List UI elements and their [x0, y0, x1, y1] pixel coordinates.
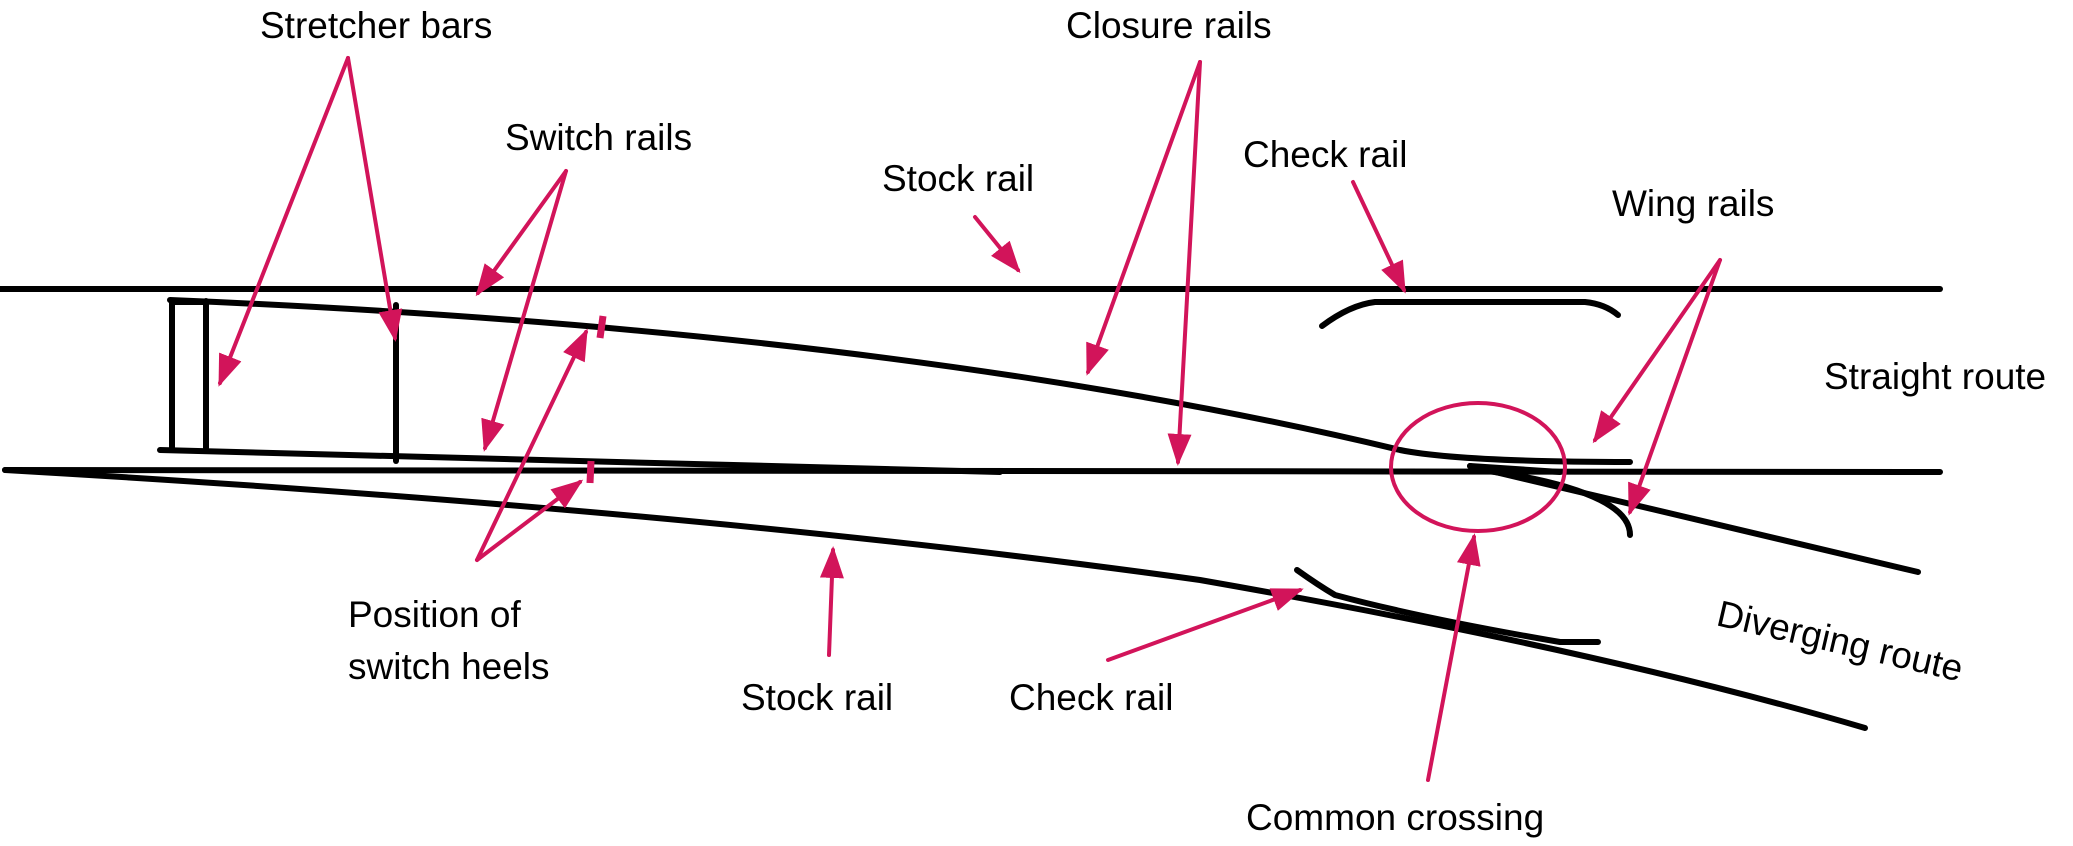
annotations — [218, 56, 1722, 782]
common-crossing-ellipse — [1389, 401, 1567, 533]
label-position-of-switch-heels-2: switch heels — [348, 646, 550, 687]
closure-rails-arrow-b — [1167, 60, 1202, 466]
bottom-stock-rail — [2, 467, 1868, 731]
stock-rail-top-arrow — [973, 215, 1021, 274]
labels: Stretcher bars Closure rails Switch rail… — [260, 5, 2046, 838]
switch-heel-mark-upper — [596, 315, 607, 339]
label-switch-rails: Switch rails — [505, 117, 692, 158]
switch-rails-arrow-a — [475, 169, 568, 297]
top-check-rail — [1319, 299, 1621, 329]
check-rail-top-arrow — [1351, 180, 1406, 294]
label-stretcher-bars: Stretcher bars — [260, 5, 492, 46]
stretcher-bars-arrow-b — [346, 56, 403, 342]
switch-heel-mark-lower — [586, 460, 595, 484]
switch-heels-arrow-a — [475, 328, 588, 562]
wing-rails-arrow-b — [1628, 258, 1722, 516]
label-wing-rails: Wing rails — [1612, 183, 1774, 224]
rails — [0, 286, 1943, 731]
lower-wing-rail — [1477, 467, 1633, 538]
common-crossing-arrow — [1426, 533, 1481, 782]
stretcher-bars-arrow-a — [218, 56, 350, 387]
label-straight-route: Straight route — [1824, 356, 2046, 397]
switch-heels-arrow-b — [475, 479, 584, 562]
wing-rails-arrow-a — [1592, 258, 1722, 444]
bottom-check-rail — [1294, 567, 1601, 645]
label-closure-rails: Closure rails — [1066, 5, 1272, 46]
switch-rails-arrow-b — [481, 169, 568, 452]
lower-switch-rail — [157, 447, 1003, 475]
label-position-of-switch-heels-1: Position of — [348, 594, 521, 635]
closure-rails-arrow-a — [1086, 60, 1202, 376]
label-common-crossing: Common crossing — [1246, 797, 1544, 838]
label-check-rail-top: Check rail — [1243, 134, 1408, 175]
stock-rail-bottom-arrow — [819, 546, 844, 657]
label-stock-rail-top: Stock rail — [882, 158, 1034, 199]
check-rail-bottom-arrow — [1106, 588, 1304, 662]
crossing-vee — [1467, 463, 1563, 475]
label-stock-rail-bottom: Stock rail — [741, 677, 893, 718]
label-check-rail-bottom: Check rail — [1009, 677, 1174, 718]
label-diverging-route: Diverging route — [1713, 593, 1967, 689]
upper-switch-rail — [167, 297, 1633, 465]
